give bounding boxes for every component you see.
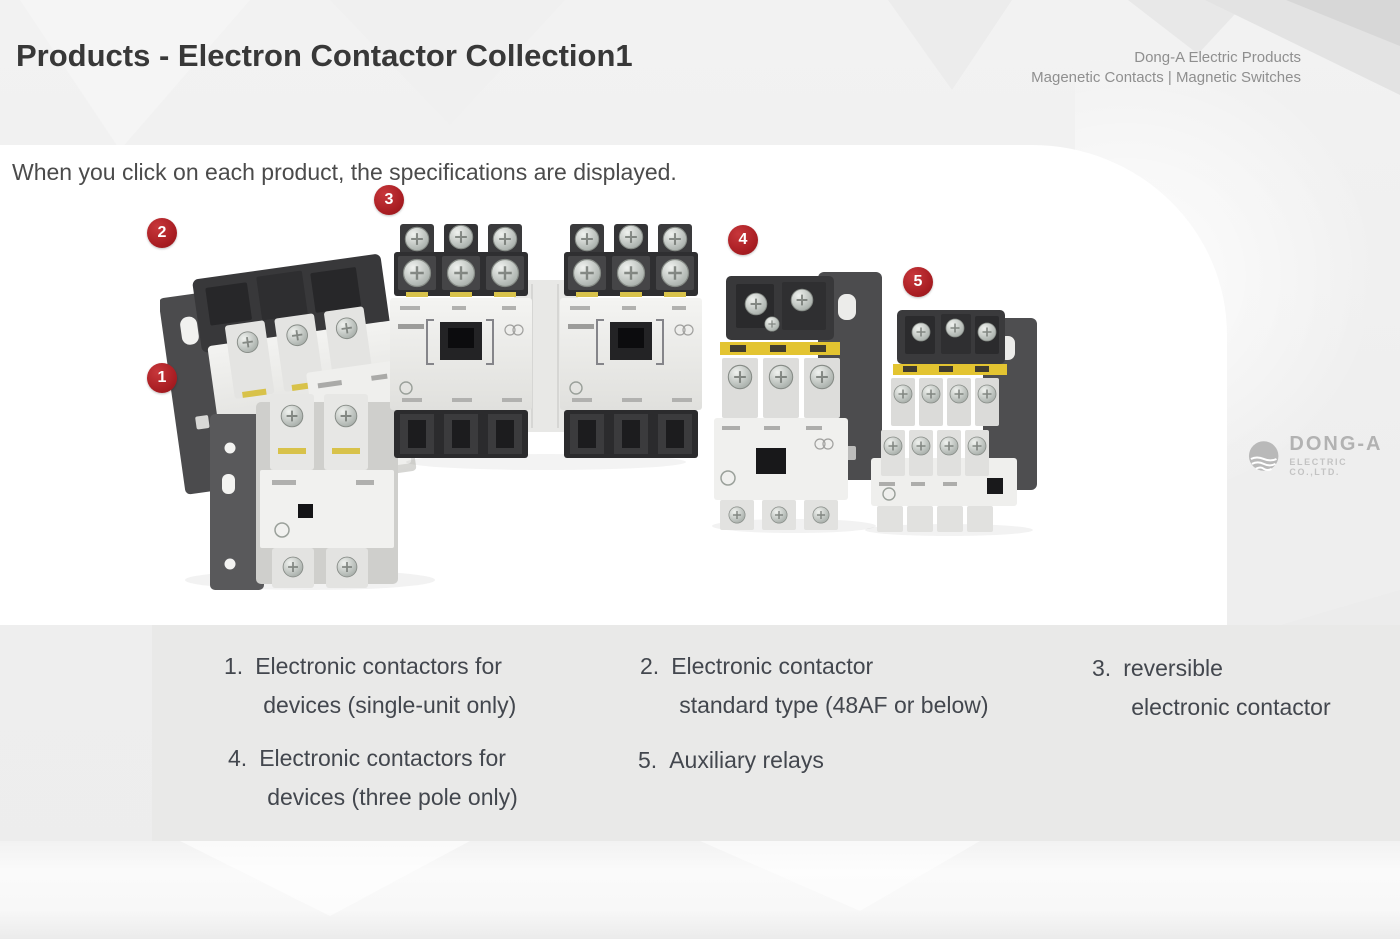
legend-panel: 1. Electronic contactors for devices (si… [152, 625, 1400, 841]
legend-item-line1: Auxiliary relays [669, 747, 824, 773]
logo-name: DONG-A [1289, 433, 1383, 455]
intro-text: When you click on each product, the spec… [12, 159, 677, 185]
legend-item-number: 4. [228, 745, 248, 771]
legend-item-line2: devices (three pole only) [267, 784, 518, 810]
logo-text: DONG-A ELECTRIC CO.,LTD. [1289, 434, 1400, 477]
product-image-reversible-contactor-3[interactable] [388, 222, 703, 470]
legend-item-number: 5. [638, 747, 658, 773]
product-badge-5[interactable]: 5 [903, 267, 933, 297]
product-image-contactors-1-2[interactable] [158, 252, 445, 592]
brand-text: Dong-A Electric Products Magenetic Conta… [1031, 48, 1301, 88]
content-card: When you click on each product, the spec… [0, 145, 1227, 625]
contactor-photo-illustration [712, 272, 882, 533]
legend-item-2: 2. Electronic contactor standard type (4… [640, 647, 989, 725]
legend-item-3: 3. reversible electronic contactor [1092, 649, 1331, 727]
brand-line-1: Dong-A Electric Products [1134, 49, 1301, 66]
contactor-photo-illustration [158, 254, 435, 590]
legend-item-line2: standard type (48AF or below) [679, 692, 989, 718]
footer-area [0, 841, 1400, 939]
logo-subtitle: ELECTRIC CO.,LTD. [1289, 457, 1348, 477]
legend-item-line1: Electronic contactor [671, 653, 874, 679]
product-badge-4[interactable]: 4 [728, 225, 758, 255]
legend-item-line1: Electronic contactors for [255, 653, 502, 679]
legend-item-line2: devices (single-unit only) [263, 692, 517, 718]
brand-line-2: Magenetic Contacts | Magnetic Switches [1031, 69, 1301, 86]
legend-item-5: 5. Auxiliary relays [638, 741, 824, 780]
product-badge-3[interactable]: 3 [374, 185, 404, 215]
dong-a-globe-icon [1248, 440, 1279, 471]
relay-photo-illustration [865, 310, 1037, 536]
product-image-auxiliary-relay-5[interactable] [853, 302, 1045, 537]
product-badge-1[interactable]: 1 [147, 363, 177, 393]
legend-item-number: 3. [1092, 655, 1112, 681]
product-image-contactor-4[interactable] [702, 266, 890, 534]
legend-item-line1: Electronic contactors for [259, 745, 506, 771]
company-logo: DONG-A ELECTRIC CO.,LTD. [1246, 434, 1400, 477]
legend-item-1: 1. Electronic contactors for devices (si… [224, 647, 516, 725]
legend-item-number: 1. [224, 653, 244, 679]
legend-item-number: 2. [640, 653, 660, 679]
contactor-photo-illustration [390, 222, 703, 470]
legend-item-line2: electronic contactor [1131, 694, 1331, 720]
legend-item-line1: reversible [1123, 655, 1223, 681]
legend-item-4: 4. Electronic contactors for devices (th… [228, 739, 518, 817]
page-title: Products - Electron Contactor Collection… [16, 38, 633, 73]
product-badge-2[interactable]: 2 [147, 218, 177, 248]
